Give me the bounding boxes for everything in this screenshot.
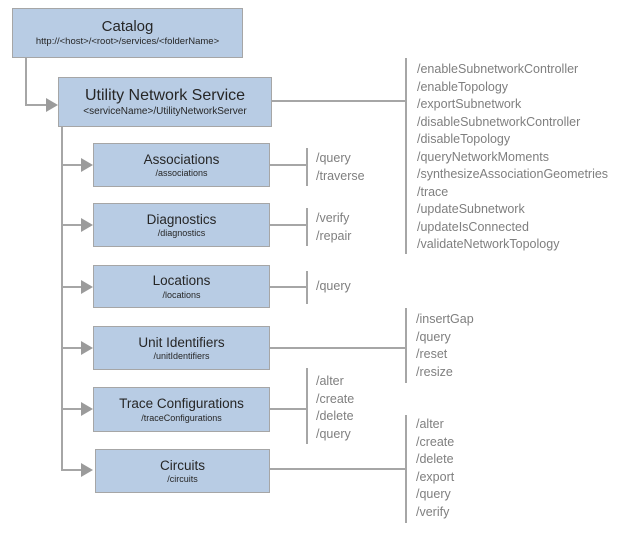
connector-line — [61, 224, 83, 226]
associations-title: Associations — [143, 151, 220, 167]
operation-item: /traverse — [316, 168, 365, 183]
operation-item: /query — [416, 487, 451, 501]
unit-identifiers-node: Unit Identifiers /unitIdentifiers — [93, 326, 270, 370]
operation-item: /query — [316, 279, 351, 293]
arrowhead-icon — [81, 463, 93, 477]
unit-identifiers-title: Unit Identifiers — [138, 334, 225, 350]
connector-line — [270, 408, 307, 410]
utility-network-service-node: Utility Network Service <serviceName>/Ut… — [58, 77, 272, 127]
connector-line — [306, 271, 308, 304]
connector-line — [61, 469, 83, 471]
operation-item: /updateSubnetwork — [417, 202, 525, 216]
connector-line — [25, 58, 27, 106]
circuits-path: /circuits — [167, 474, 198, 485]
connector-line — [405, 415, 407, 523]
connector-line — [61, 286, 83, 288]
associations-path: /associations — [155, 168, 208, 179]
diagnostics-operations: /verify/repair — [316, 210, 351, 245]
operation-item: /synthesizeAssociationGeometries — [417, 167, 609, 181]
connector-line — [306, 148, 308, 186]
unit-identifiers-path: /unitIdentifiers — [153, 351, 210, 362]
arrowhead-icon — [81, 158, 93, 172]
operation-item: /delete — [416, 452, 454, 466]
connector-line — [270, 468, 406, 470]
unit-identifiers-operations: /insertGap/query/reset/resize — [416, 311, 474, 381]
operation-item: /resize — [416, 364, 453, 379]
operation-item: /alter — [316, 374, 344, 388]
operation-item: /enableSubnetworkController — [417, 62, 579, 76]
arrowhead-icon — [81, 218, 93, 232]
diagnostics-title: Diagnostics — [146, 211, 217, 227]
operation-item: /disableSubnetworkController — [417, 114, 581, 129]
connector-line — [270, 347, 406, 349]
circuits-node: Circuits /circuits — [95, 449, 270, 493]
arrowhead-icon — [81, 280, 93, 294]
connector-line — [61, 127, 63, 471]
diagnostics-node: Diagnostics /diagnostics — [93, 203, 270, 247]
operation-item: /reset — [416, 347, 448, 361]
trace-configurations-title: Trace Configurations — [119, 396, 244, 412]
connector-line — [270, 286, 307, 288]
trace-configurations-path: /traceConfigurations — [141, 412, 222, 423]
connector-line — [306, 208, 308, 246]
operation-item: /alter — [416, 417, 444, 431]
connector-line — [306, 368, 308, 444]
associations-operations: /query/traverse — [316, 150, 365, 185]
operation-item: /query — [416, 329, 451, 344]
trace-configurations-node: Trace Configurations /traceConfiguration… — [93, 387, 270, 432]
circuits-operations: /alter/create/delete/export/query/verify — [416, 416, 454, 521]
connector-line — [61, 164, 83, 166]
operation-item: /updateIsConnected — [417, 219, 529, 234]
diagnostics-path: /diagnostics — [157, 228, 206, 239]
arrowhead-icon — [81, 402, 93, 416]
operation-item: /query — [316, 151, 351, 165]
locations-operations: /query — [316, 278, 351, 296]
connector-line — [270, 224, 307, 226]
locations-path: /locations — [162, 289, 201, 300]
operation-item: /exportSubnetwork — [417, 97, 522, 111]
arrowhead-icon — [81, 341, 93, 355]
connector-line — [270, 164, 307, 166]
connector-line — [405, 308, 407, 383]
operation-item: /trace — [417, 184, 449, 199]
connector-line — [25, 104, 47, 106]
operation-item: /export — [416, 469, 455, 484]
operation-item: /verify — [316, 211, 350, 225]
utility-network-service-title: Utility Network Service — [84, 87, 246, 105]
operation-item: /disableTopology — [417, 132, 511, 146]
catalog-title: Catalog — [101, 17, 154, 35]
circuits-title: Circuits — [159, 457, 205, 473]
operation-item: /query — [316, 426, 351, 441]
trace-configurations-operations: /alter/create/delete/query — [316, 373, 354, 443]
utility-network-service-operations: /enableSubnetworkController/enableTopolo… — [417, 61, 608, 254]
associations-node: Associations /associations — [93, 143, 270, 187]
operation-item: /insertGap — [416, 312, 474, 326]
arrowhead-icon — [46, 98, 58, 112]
connector-line — [61, 347, 83, 349]
locations-node: Locations /locations — [93, 265, 270, 308]
operation-item: /create — [316, 391, 355, 406]
operation-item: /repair — [316, 228, 352, 243]
operation-item: /verify — [416, 504, 450, 519]
operation-item: /validateNetworkTopology — [417, 237, 560, 251]
locations-title: Locations — [152, 273, 211, 289]
operation-item: /delete — [316, 409, 354, 423]
utility-network-service-path: <serviceName>/UtilityNetworkServer — [83, 105, 247, 117]
connector-line — [61, 408, 83, 410]
connector-line — [272, 100, 406, 102]
operation-item: /enableTopology — [417, 79, 509, 94]
catalog-url: http://<host>/<root>/services/<folderNam… — [35, 36, 220, 48]
operation-item: /create — [416, 434, 455, 449]
connector-line — [405, 58, 407, 254]
catalog-node: Catalog http://<host>/<root>/services/<f… — [12, 8, 243, 58]
operation-item: /queryNetworkMoments — [417, 149, 549, 164]
